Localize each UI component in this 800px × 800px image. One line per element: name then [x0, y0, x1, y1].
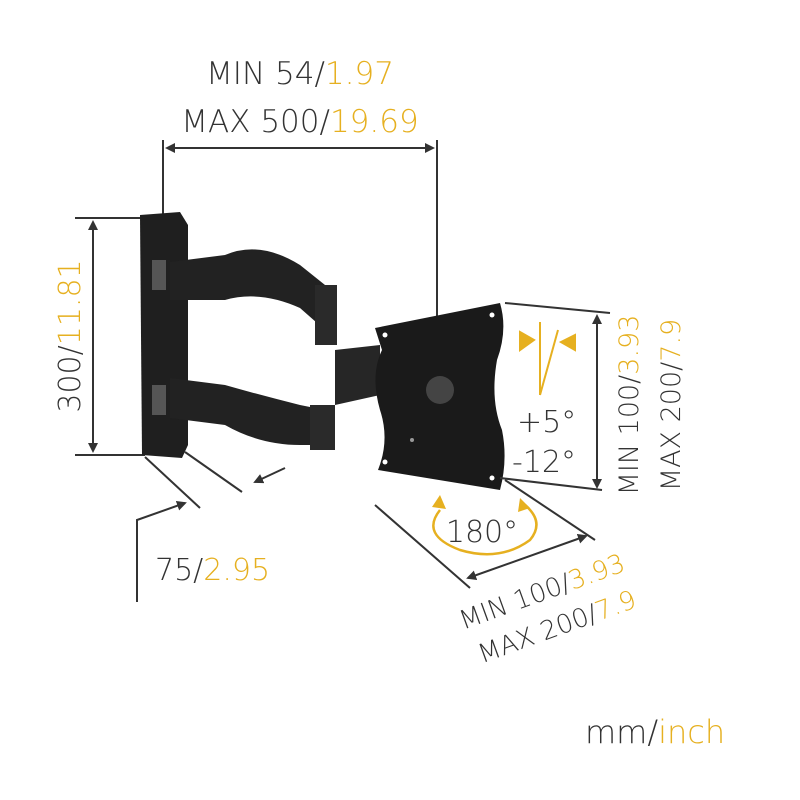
wall-plate [140, 212, 188, 458]
tilt-up-label: +5° [517, 405, 576, 440]
width-min-label: MIN 54/1.97 [206, 56, 394, 92]
height-dimension-lines [75, 217, 145, 456]
units-legend: mm/inch [585, 713, 725, 751]
depth-label: 75/2.95 [155, 553, 270, 588]
width-max-label: MAX 500/19.69 [181, 104, 418, 140]
vesa-vertical-dimension-lines [499, 302, 611, 491]
width-dimension-lines [162, 140, 438, 330]
vesa-plate [375, 303, 505, 490]
depth-dimension-lines [136, 451, 286, 602]
swing-arms [170, 249, 380, 450]
vesa-horizontal-dimension-lines [374, 479, 596, 589]
height-label: 300/11.81 [53, 259, 88, 412]
swivel-label: 180° [446, 515, 518, 550]
vesa-vertical-max-label: MAX 200/7.9 [656, 319, 687, 491]
tilt-icon [519, 322, 576, 396]
tilt-down-label: -12° [512, 445, 576, 480]
vesa-vertical-min-label: MIN 100/3.93 [614, 315, 645, 496]
